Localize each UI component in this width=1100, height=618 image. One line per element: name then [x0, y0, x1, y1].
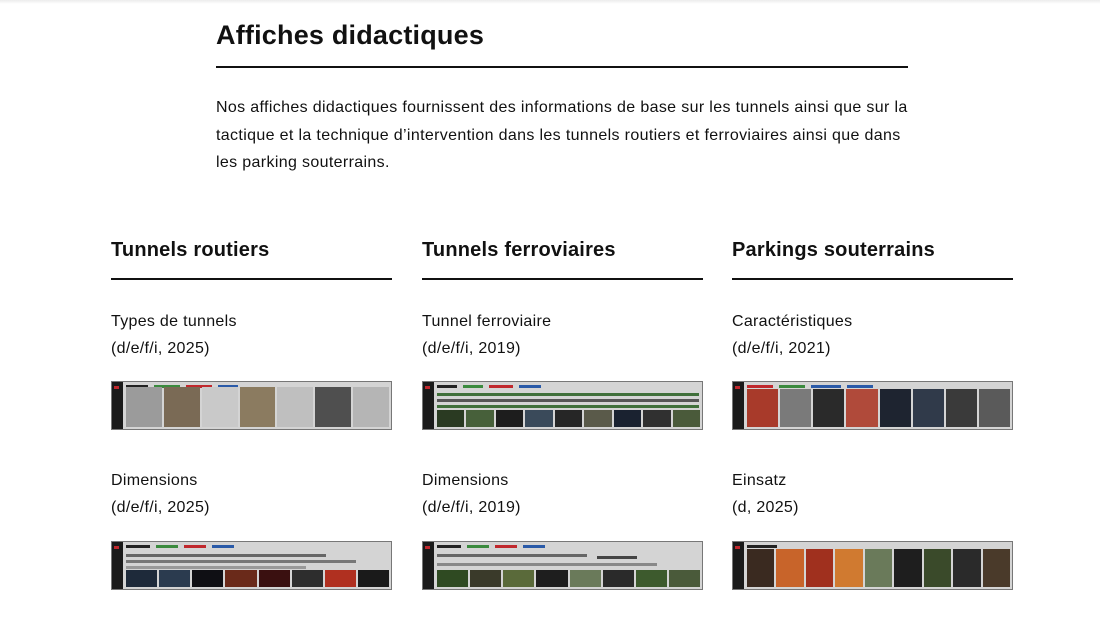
poster-thumbnail-dimensions-road[interactable] [111, 541, 392, 590]
poster-languages-year: (d/e/f/i, 2025) [111, 340, 210, 357]
poster-header-labels [747, 545, 947, 549]
poster-header-labels [126, 545, 326, 549]
poster-item: Einsatz (d, 2025) [732, 467, 1013, 521]
poster-title: Tunnel ferroviaire [422, 313, 552, 330]
poster-languages-year: (d/e/f/i, 2019) [422, 499, 521, 516]
poster-languages-year: (d/e/f/i, 2021) [732, 340, 831, 357]
intro-section: Affiches didactiques Nos affiches didact… [216, 18, 908, 177]
poster-title: Types de tunnels [111, 313, 237, 330]
poster-logo-strip [112, 382, 123, 429]
poster-thumbnail-types-de-tunnels[interactable] [111, 381, 392, 430]
poster-item: Tunnel ferroviaire (d/e/f/i, 2019) [422, 308, 703, 362]
poster-header-labels [126, 385, 326, 389]
poster-logo-strip [423, 382, 434, 429]
poster-logo-strip [733, 542, 744, 589]
poster-header-labels [437, 385, 637, 389]
poster-languages-year: (d/e/f/i, 2019) [422, 340, 521, 357]
poster-title: Dimensions [422, 472, 509, 489]
poster-item: Caractéristiques (d/e/f/i, 2021) [732, 308, 1013, 362]
poster-diagram-bands [437, 552, 699, 570]
poster-thumbnail-caracteristiques[interactable] [732, 381, 1013, 430]
column-road-tunnels: Tunnels routiers [111, 236, 392, 280]
poster-logo-strip [112, 542, 123, 589]
column-heading: Tunnels routiers [111, 239, 270, 261]
poster-languages-year: (d/e/f/i, 2025) [111, 499, 210, 516]
poster-header-labels [437, 545, 637, 549]
poster-thumbnail-einsatz[interactable] [732, 541, 1013, 590]
column-underground-parkings: Parkings souterrains [732, 236, 1013, 280]
poster-image-grid [747, 549, 1010, 587]
poster-image-grid [747, 389, 1010, 427]
column-divider [732, 278, 1013, 280]
poster-thumbnail-dimensions-rail[interactable] [422, 541, 703, 590]
poster-title: Einsatz [732, 472, 787, 489]
poster-image-grid [126, 387, 390, 427]
column-divider [111, 278, 392, 280]
poster-image-grid [126, 570, 389, 587]
column-rail-tunnels: Tunnels ferroviaires [422, 236, 703, 280]
poster-item: Types de tunnels (d/e/f/i, 2025) [111, 308, 392, 362]
poster-title: Caractéristiques [732, 313, 853, 330]
poster-header-labels [747, 385, 947, 389]
poster-thumbnail-tunnel-ferroviaire[interactable] [422, 381, 703, 430]
poster-title: Dimensions [111, 472, 198, 489]
column-divider [422, 278, 703, 280]
poster-logo-strip [423, 542, 434, 589]
poster-diagram-bands [126, 552, 388, 570]
poster-image-grid [437, 410, 700, 427]
intro-paragraph: Nos affiches didactiques fournissent des… [216, 99, 908, 171]
poster-image-grid [437, 570, 700, 587]
column-heading: Tunnels ferroviaires [422, 239, 616, 261]
title-divider [216, 66, 908, 68]
poster-languages-year: (d, 2025) [732, 499, 799, 516]
top-shadow [0, 0, 1100, 4]
column-heading: Parkings souterrains [732, 239, 935, 261]
page-title: Affiches didactiques [216, 20, 485, 50]
poster-logo-strip [733, 382, 744, 429]
poster-diagram-bands [437, 392, 699, 410]
poster-item: Dimensions (d/e/f/i, 2019) [422, 467, 703, 521]
poster-item: Dimensions (d/e/f/i, 2025) [111, 467, 392, 521]
